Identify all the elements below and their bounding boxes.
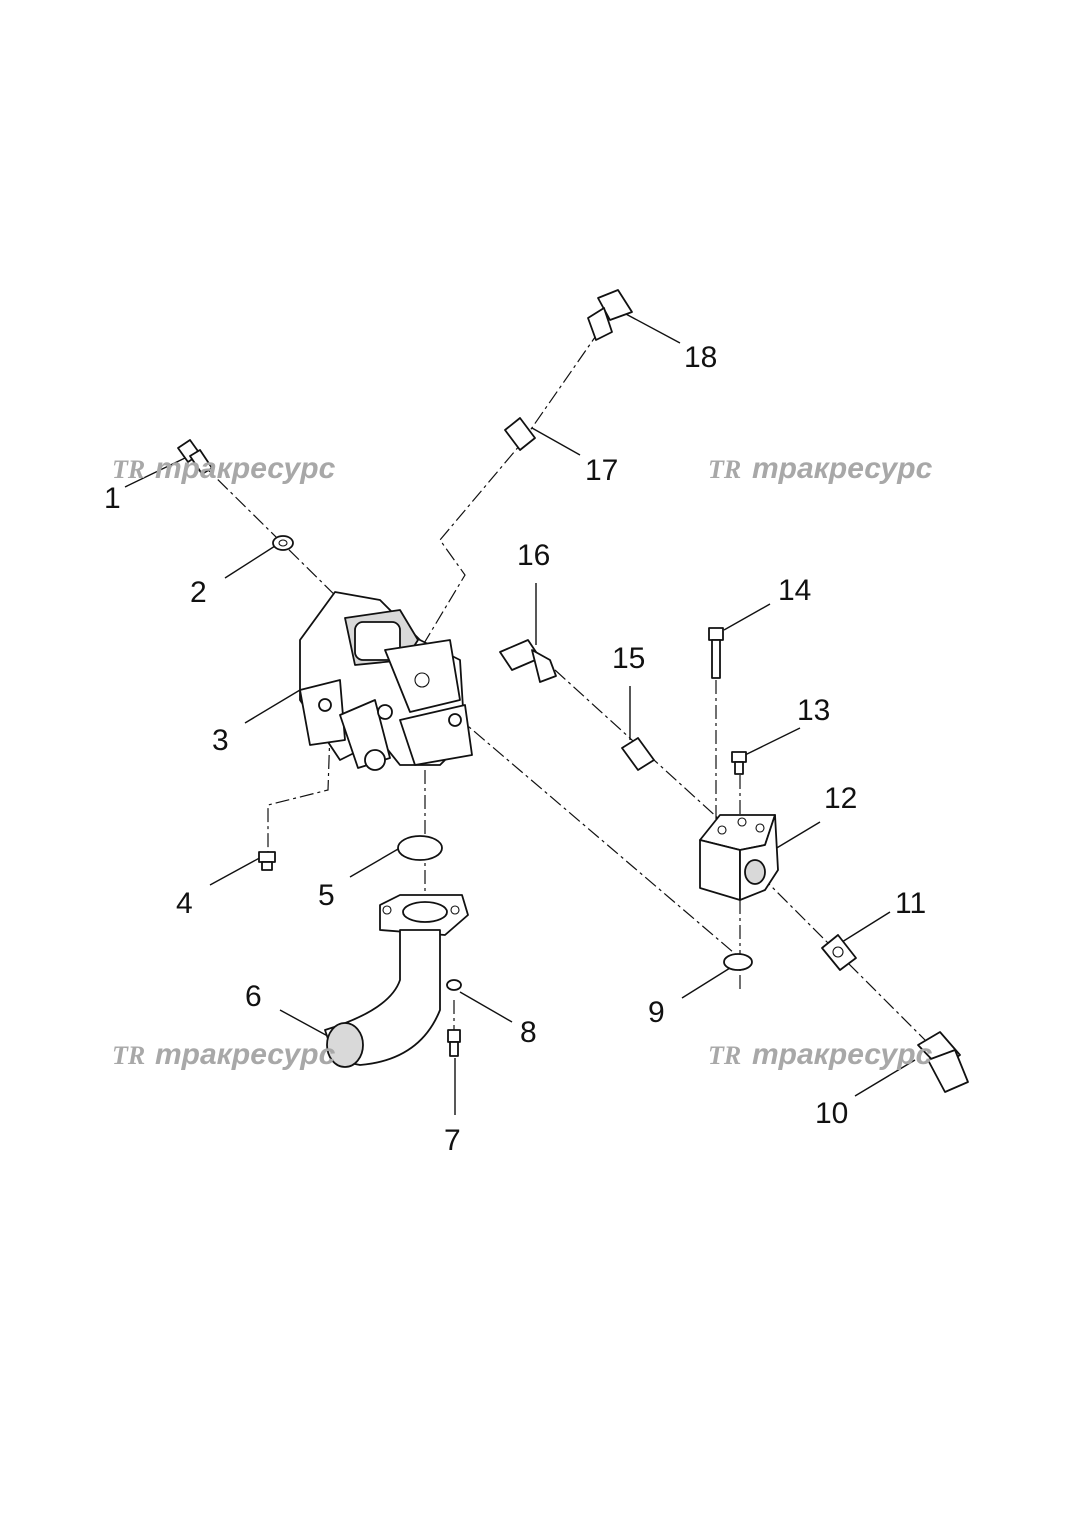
part-12-valve-block <box>699 814 779 901</box>
part-3-valve-housing <box>299 591 473 771</box>
label-11: 11 <box>895 887 926 920</box>
label-16: 16 <box>517 539 550 572</box>
label-15: 15 <box>612 642 645 675</box>
svg-text:тракресурс: тракресурс <box>752 452 933 485</box>
svg-text:TR: TR <box>112 1041 145 1070</box>
svg-text:TR: TR <box>708 455 741 484</box>
watermark-top-left: TR тракресурс <box>112 452 336 485</box>
watermark-top-right: TR тракресурс <box>708 452 933 485</box>
label-10: 10 <box>815 1097 848 1130</box>
label-7: 7 <box>444 1124 461 1157</box>
svg-text:TR: TR <box>112 455 145 484</box>
label-5: 5 <box>318 879 335 912</box>
watermark-bottom-left: TR тракресурс <box>112 1038 336 1071</box>
label-3: 3 <box>212 724 229 757</box>
part-11-adapter <box>821 934 857 971</box>
label-12: 12 <box>824 782 857 815</box>
label-8: 8 <box>520 1016 537 1049</box>
svg-text:тракресурс: тракресурс <box>155 1038 336 1071</box>
label-17: 17 <box>585 454 618 487</box>
part-8-washer <box>446 979 462 991</box>
svg-text:тракресурс: тракресурс <box>155 452 336 485</box>
leader-lines <box>124 312 916 1115</box>
part-2-washer <box>272 535 294 551</box>
svg-text:тракресурс: тракресурс <box>752 1038 933 1071</box>
part-6-elbow-pipe <box>324 894 469 1068</box>
part-17-adapter <box>504 417 536 451</box>
part-16-elbow <box>499 639 557 683</box>
part-5-o-ring <box>397 835 443 861</box>
svg-text:TR: TR <box>708 1041 741 1070</box>
label-6: 6 <box>245 980 262 1013</box>
part-14-long-bolt <box>708 627 724 679</box>
part-13-plug <box>731 751 747 775</box>
label-18: 18 <box>684 341 717 374</box>
label-4: 4 <box>176 887 193 920</box>
part-18-elbow <box>587 289 633 341</box>
part-9-o-ring <box>723 953 753 971</box>
label-2: 2 <box>190 576 207 609</box>
part-labels: 1 2 3 4 5 6 7 8 9 10 11 12 13 14 15 16 1… <box>104 341 926 1157</box>
watermark-bottom-right: TR тракресурс <box>708 1038 933 1071</box>
part-7-screw <box>447 1029 461 1057</box>
part-15-adapter <box>621 737 655 771</box>
part-1-bolt <box>177 439 213 475</box>
part-4-plug <box>258 851 276 871</box>
label-13: 13 <box>797 694 830 727</box>
part-10-elbow-fitting <box>917 1031 969 1093</box>
label-14: 14 <box>778 574 811 607</box>
label-1: 1 <box>104 482 121 515</box>
label-9: 9 <box>648 996 665 1029</box>
